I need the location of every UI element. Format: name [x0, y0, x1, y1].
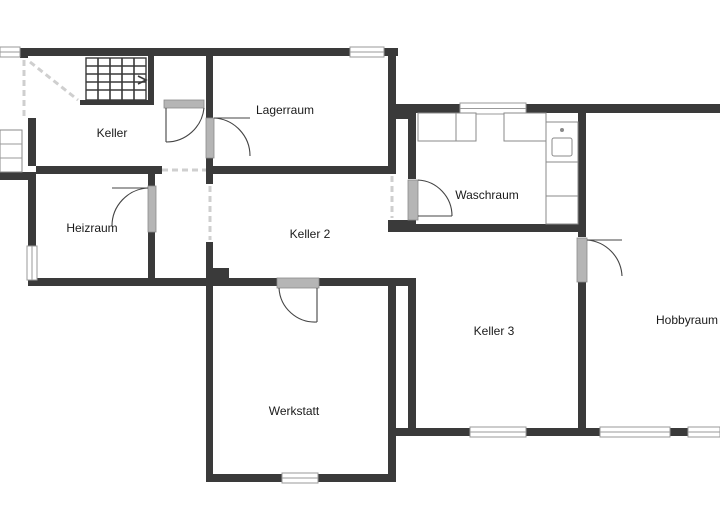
door-lagerraum — [205, 117, 251, 159]
label-keller: Keller — [97, 126, 128, 140]
window-hobbyraum-bottom-2 — [687, 426, 720, 438]
staircase — [85, 57, 148, 101]
label-heizraum: Heizraum — [66, 221, 117, 235]
room-labels: Keller Lagerraum Waschraum Heizraum Kell… — [66, 103, 718, 418]
doors — [111, 99, 623, 323]
windows — [0, 46, 720, 484]
walls — [0, 48, 720, 482]
door-waschraum — [407, 179, 453, 221]
window-hobbyraum-bottom-1 — [599, 426, 671, 438]
window-lagerraum-top — [349, 46, 385, 58]
label-keller3: Keller 3 — [474, 324, 515, 338]
label-hobbyraum: Hobbyraum — [656, 313, 718, 327]
label-lagerraum: Lagerraum — [256, 103, 314, 117]
window-heizraum-left — [26, 245, 38, 281]
window-keller-left — [0, 46, 21, 58]
door-werkstatt — [276, 277, 320, 323]
door-hobbyraum — [576, 237, 623, 283]
laundry-fixtures — [417, 112, 579, 225]
door-keller — [163, 99, 205, 143]
open-passages — [22, 60, 394, 240]
window-werkstatt-bottom — [281, 472, 319, 484]
label-keller2: Keller 2 — [290, 227, 331, 241]
window-keller3-bottom — [469, 426, 527, 438]
label-werkstatt: Werkstatt — [269, 404, 320, 418]
door-heizraum — [111, 185, 157, 233]
entry-steps — [0, 129, 23, 173]
window-waschraum-top — [459, 102, 527, 115]
label-waschraum: Waschraum — [455, 188, 519, 202]
